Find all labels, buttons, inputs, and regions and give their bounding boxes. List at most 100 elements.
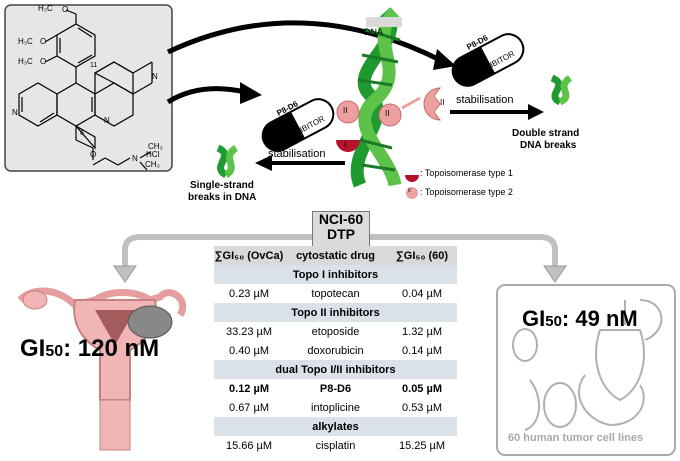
cell-drug: doxorubicin [307, 344, 364, 357]
header-ovca: ∑GI₅₀ (OvCa) [214, 249, 284, 262]
topo2-enzyme-b [378, 103, 402, 127]
cell-nci60: 0.05 µM [402, 382, 442, 395]
oxygen-label-2: O [40, 37, 47, 46]
gi50-nci60-prefix: GI [522, 306, 546, 331]
table-row: 0.40 µM doxorubicin 0.14 µM [214, 341, 457, 360]
tumor-caption: 60 human tumor cell lines [508, 432, 644, 444]
nci-line2: DTP [327, 226, 355, 242]
nitrogen-label-1: N [152, 72, 158, 81]
cell-ovca: 0.12 µM [229, 382, 269, 395]
topo1-label: I [344, 140, 347, 149]
cell-ovca: 15.66 µM [225, 439, 273, 452]
topo2-marker-shape [423, 87, 442, 121]
nci-line1: NCI-60 [318, 211, 364, 227]
group-topo1: Topo I inhibitors [214, 265, 457, 284]
single-break-line1: Single-strand [190, 180, 254, 191]
topo2-enzyme-a [336, 100, 360, 124]
grey-branch-arrows [122, 234, 558, 268]
molecule-structure [18, 9, 153, 171]
salt-label: HCl [146, 150, 160, 159]
nitrogen-label-2: N [104, 116, 110, 125]
gi50-ovca-value: GI50: 120 nM [20, 335, 159, 363]
oxygen-label-4: O [90, 150, 97, 159]
cell-nci60: 0.14 µM [402, 344, 442, 357]
table-header-row: ∑GI₅₀ (OvCa) cytostatic drug ∑GI₅₀ (60) [214, 246, 457, 265]
table-row: 0.23 µM topotecan 0.04 µM [214, 284, 457, 303]
oxygen-label-3: O [40, 57, 47, 66]
human-organs-illustration [512, 299, 663, 431]
tumor-box [496, 284, 676, 456]
arrow-to-left-inhibitor [166, 86, 246, 105]
molecule-box [4, 4, 173, 172]
cell-nci60: 0.04 µM [402, 287, 442, 300]
nitrogen-label-4: N [132, 154, 138, 163]
single-break-line2: breaks in DNA [188, 192, 257, 203]
legend-topo2-label: : Topoisomerase type 2 [420, 187, 513, 197]
methyl-label-1: CH₃ [148, 142, 163, 151]
methoxy-label-3: H₃C [18, 57, 33, 66]
topo2-release-arrow [401, 96, 421, 110]
group-dual: dual Topo I/II inhibitors [214, 360, 457, 379]
position-6-label: 6 [80, 130, 84, 137]
legend-topo1-label: : Topoisomerase type 1 [420, 168, 513, 178]
gi50-nci60-number: : 49 nM [561, 306, 638, 331]
stabilisation-right-label: stabilisation [456, 94, 514, 106]
cell-drug: intoplicine [311, 401, 360, 414]
cell-ovca: 0.67 µM [229, 401, 269, 414]
gi50-ovca-prefix: GI [20, 335, 46, 362]
legend-topo2-swatch [406, 187, 418, 199]
double-break-line1: Double strand [512, 128, 580, 139]
cell-drug: cisplatin [315, 439, 356, 452]
cell-ovca: 33.23 µM [225, 325, 273, 338]
single-strand-break-icon [216, 144, 239, 179]
table-row: 0.67 µM intoplicine 0.53 µM [214, 398, 457, 417]
arrow-head-left [240, 82, 262, 104]
ovary-uterus-illustration [17, 287, 186, 451]
grey-arrow-head-right [543, 265, 567, 283]
arrow-head-top [433, 49, 456, 70]
cell-ovca: 0.23 µM [229, 287, 269, 300]
cell-drug: etoposide [311, 325, 360, 338]
gi50-table: ∑GI₅₀ (OvCa) cytostatic drug ∑GI₅₀ (60) … [214, 246, 457, 455]
group-alkylates: alkylates [214, 417, 457, 436]
table-row: 33.23 µM etoposide 1.32 µM [214, 322, 457, 341]
table-row: 0.12 µM P8-D6 0.05 µM [214, 379, 457, 398]
group-topo2: Topo II inhibitors [214, 303, 457, 322]
arrow-to-top-inhibitor [166, 20, 442, 63]
cell-drug: P8-D6 [319, 382, 352, 395]
methyl-label-2: CH₃ [145, 160, 160, 169]
topo1-enzyme [336, 140, 360, 152]
cell-ovca: 0.40 µM [229, 344, 269, 357]
methoxy-label-1: H₃C [38, 4, 53, 13]
methoxy-label-2: H₃C [18, 37, 33, 46]
cell-nci60: 1.32 µM [402, 325, 442, 338]
topo2-label-a: II [343, 106, 348, 115]
gi50-nci60-value: GI50: 49 nM [522, 306, 638, 332]
double-strand-break-icon [550, 74, 573, 106]
topo2-label-b: II [385, 109, 390, 118]
arrow-head-right [528, 104, 544, 120]
topo2-marker-label: II [440, 98, 445, 107]
nitrogen-label-3: N [12, 108, 18, 117]
gi50-ovca-number: : 120 nM [63, 335, 160, 362]
cell-nci60: 0.53 µM [402, 401, 442, 414]
nci-dtp-box: NCI-60 DTP [312, 211, 370, 247]
double-break-line2: DNA breaks [520, 140, 577, 151]
grey-arrow-head-left [113, 265, 137, 283]
inhibitor-capsule-left [261, 98, 335, 152]
oxygen-label-1: O [62, 5, 69, 14]
header-drug: cytostatic drug [296, 249, 375, 262]
header-nci60: ∑GI₅₀ (60) [395, 249, 449, 262]
position-11-label: 11 [90, 62, 98, 69]
legend-topo1-swatch [405, 175, 419, 182]
gi50-ovca-sub: 50 [45, 343, 64, 360]
cell-drug: topotecan [311, 287, 360, 300]
dna-helix [350, 7, 402, 188]
gi50-nci60-sub: 50 [545, 313, 562, 330]
table-row: 15.66 µM cisplatin 15.25 µM [214, 436, 457, 455]
arrow-head-left-2 [255, 155, 272, 171]
cell-nci60: 15.25 µM [398, 439, 446, 452]
legend-topo2-mark: II [408, 188, 411, 194]
dna-label: DNA [364, 27, 384, 37]
